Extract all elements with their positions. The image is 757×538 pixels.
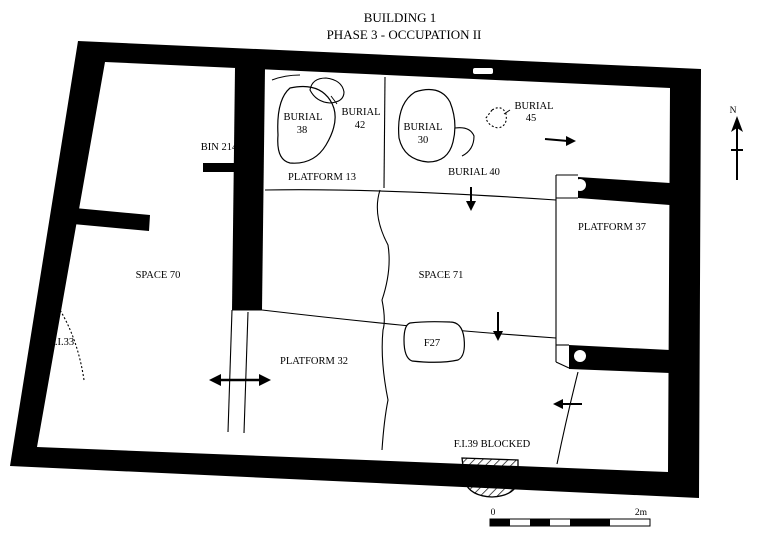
label-burial-30-a: BURIAL bbox=[403, 122, 442, 133]
wall-stub-west bbox=[62, 207, 150, 231]
feature-f27 bbox=[403, 321, 465, 363]
bin-214-feature bbox=[203, 163, 237, 172]
post-hole-lower bbox=[574, 350, 586, 362]
label-bin-214: BIN 214 bbox=[201, 142, 238, 153]
label-burial-38-a: BURIAL bbox=[283, 112, 322, 123]
wall-stub-east-lower bbox=[569, 345, 670, 373]
label-burial-30-b: 30 bbox=[418, 135, 429, 146]
outer-walls bbox=[10, 41, 701, 498]
label-burial-40: BURIAL 40 bbox=[448, 167, 500, 178]
label-fi33: F.I.33 bbox=[50, 337, 74, 348]
label-f27: F27 bbox=[424, 338, 440, 349]
label-burial-42-b: 42 bbox=[355, 120, 366, 131]
label-burial-45-b: 45 bbox=[526, 113, 537, 124]
label-burial-42-a: BURIAL bbox=[341, 107, 380, 118]
label-platform-13: PLATFORM 13 bbox=[288, 172, 356, 183]
post-hole-upper bbox=[574, 179, 586, 191]
title-line-2: PHASE 3 - OCCUPATION II bbox=[327, 27, 482, 42]
arrows bbox=[209, 136, 582, 409]
internal-wall-west bbox=[232, 68, 265, 310]
room-divisions bbox=[227, 74, 579, 465]
fi33-outline bbox=[39, 299, 85, 381]
plan-title: BUILDING 1 PHASE 3 - OCCUPATION II bbox=[327, 10, 482, 42]
scale-start-label: 0 bbox=[491, 508, 496, 518]
label-space-70: SPACE 70 bbox=[136, 270, 181, 281]
label-fi39: F.I.39 BLOCKED bbox=[454, 439, 531, 450]
label-space-71: SPACE 71 bbox=[419, 270, 464, 281]
north-label: N bbox=[730, 106, 737, 116]
scale-end-label: 2m bbox=[635, 508, 648, 518]
north-arrow: N bbox=[730, 106, 743, 180]
burial-40-outline bbox=[454, 127, 475, 157]
label-burial-45-a: BURIAL bbox=[514, 101, 553, 112]
burial-45-outline bbox=[485, 107, 507, 129]
label-platform-32: PLATFORM 32 bbox=[280, 356, 348, 367]
north-wall-notch bbox=[473, 68, 493, 74]
plan-labels: SPACE 70 SPACE 71 PLATFORM 13 PLATFORM 3… bbox=[50, 101, 646, 450]
burial-38-outline bbox=[277, 85, 336, 164]
leader-lines bbox=[330, 95, 511, 115]
scale-bar: 0 2m bbox=[489, 508, 651, 527]
burial-42-outline bbox=[309, 77, 345, 104]
fi39-blocked-doorway bbox=[461, 457, 519, 498]
wall-stub-east-upper bbox=[578, 177, 670, 205]
label-burial-38-b: 38 bbox=[297, 125, 308, 136]
title-line-1: BUILDING 1 bbox=[364, 10, 437, 25]
burial-30-outline bbox=[397, 89, 456, 163]
label-platform-37: PLATFORM 37 bbox=[578, 222, 646, 233]
